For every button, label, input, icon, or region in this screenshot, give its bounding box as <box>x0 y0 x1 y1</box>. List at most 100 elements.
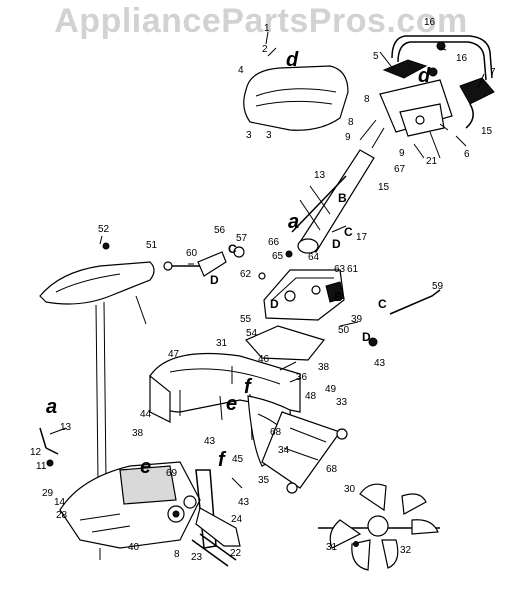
callout-14: 14 <box>54 497 66 508</box>
callout-64: 64 <box>308 252 320 263</box>
clutch-linkage <box>163 246 441 315</box>
transmission-housing <box>59 461 217 560</box>
letter-a-1: a <box>288 211 299 233</box>
letter-f-2: f <box>218 449 227 471</box>
letter-D-4: D <box>362 330 371 344</box>
callout-61: 61 <box>347 264 359 275</box>
callout-30: 30 <box>344 484 356 495</box>
callout-67: 67 <box>394 164 406 175</box>
callout-55: 55 <box>240 314 252 325</box>
callout-48: 48 <box>305 391 317 402</box>
callout-68a: 68 <box>326 464 338 475</box>
callout-2: 2 <box>262 44 268 55</box>
letter-D-3: D <box>270 297 279 311</box>
callout-28: 28 <box>56 510 68 521</box>
callout-62: 62 <box>240 269 252 280</box>
handle-tube <box>297 119 385 254</box>
callout-40: 40 <box>128 542 140 553</box>
callout-16a: 16 <box>424 17 436 28</box>
callout-46: 46 <box>258 354 270 365</box>
callout-45: 45 <box>232 454 244 465</box>
callout-66: 66 <box>268 237 280 248</box>
callout-49: 49 <box>325 384 337 395</box>
callout-7: 7 <box>490 67 496 78</box>
callout-13b: 13 <box>60 422 72 433</box>
side-shield <box>39 261 155 481</box>
callout-31b: 31 <box>326 542 338 553</box>
callout-24: 24 <box>231 514 243 525</box>
callout-50: 50 <box>338 325 350 336</box>
callout-29: 29 <box>42 488 54 499</box>
callout-31a: 31 <box>216 338 228 349</box>
callout-47: 47 <box>168 349 180 360</box>
callout-3: 3 <box>246 130 252 141</box>
callout-35: 35 <box>258 475 270 486</box>
letter-C-1: C <box>344 225 353 239</box>
bolt-52 <box>102 242 110 250</box>
callout-51: 51 <box>146 240 158 251</box>
letter-a-2: a <box>46 396 57 418</box>
callout-33: 33 <box>336 397 348 408</box>
callout-16b: 16 <box>456 53 468 64</box>
callout-54: 54 <box>246 328 258 339</box>
letter-d-2: d <box>418 65 431 87</box>
callout-9a: 9 <box>345 132 351 143</box>
bolt-65 <box>285 250 293 258</box>
letter-B-1: B <box>338 191 347 205</box>
callout-68b: 68 <box>270 427 282 438</box>
callout-21: 21 <box>426 156 438 167</box>
callout-43a: 43 <box>374 358 386 369</box>
callout-6: 6 <box>464 149 470 160</box>
callout-8c: 8 <box>174 549 180 560</box>
callout-11: 11 <box>36 461 47 472</box>
callout-15b: 15 <box>481 126 493 137</box>
handlebar-assembly <box>379 35 495 159</box>
letter-f-1: f <box>244 376 253 398</box>
letter-e-1: e <box>226 393 237 415</box>
callout-63: 63 <box>334 264 346 275</box>
callout-4: 4 <box>238 65 244 76</box>
letter-C-2: C <box>228 242 237 256</box>
callout-38b: 38 <box>318 362 330 373</box>
callout-38a: 38 <box>132 428 144 439</box>
rod-13 <box>291 175 347 233</box>
plate-54 <box>245 325 326 361</box>
bushing-49 <box>336 428 348 440</box>
rear-flap <box>261 411 341 489</box>
letter-B-2: B <box>334 290 343 304</box>
callout-52: 52 <box>98 224 110 235</box>
callout-5: 5 <box>373 51 379 62</box>
callout-9b: 9 <box>399 148 405 159</box>
callout-8b: 8 <box>348 117 354 128</box>
letter-d-1: d <box>286 49 299 71</box>
callout-12: 12 <box>30 447 42 458</box>
callout-43b: 43 <box>204 436 216 447</box>
callout-15a: 15 <box>378 182 390 193</box>
callout-17: 17 <box>356 232 368 243</box>
tine-assembly <box>318 483 440 571</box>
letter-D-1: D <box>332 237 341 251</box>
callout-60: 60 <box>186 248 198 259</box>
leader-lines <box>49 31 485 435</box>
letter-e-2: e <box>140 456 151 478</box>
callout-34: 34 <box>278 445 290 456</box>
callout-69: 69 <box>166 468 178 479</box>
callout-23: 23 <box>191 552 203 563</box>
callout-59: 59 <box>432 281 444 292</box>
engine-shroud <box>243 47 349 131</box>
callout-8a: 8 <box>364 94 370 105</box>
nut-43-right <box>368 337 378 347</box>
callout-65: 65 <box>272 251 284 262</box>
depth-bar <box>39 427 59 467</box>
engine-mount-bracket <box>263 269 345 321</box>
letter-D-2: D <box>210 273 219 287</box>
callout-57: 57 <box>236 233 248 244</box>
callout-3b: 3 <box>266 130 272 141</box>
callout-56: 56 <box>214 225 226 236</box>
callout-44: 44 <box>140 409 152 420</box>
callout-36: 36 <box>296 372 308 383</box>
letter-C-3: C <box>378 297 387 311</box>
callout-13a: 13 <box>314 170 326 181</box>
watermark-text: AppliancePartsPros.com <box>54 2 468 40</box>
